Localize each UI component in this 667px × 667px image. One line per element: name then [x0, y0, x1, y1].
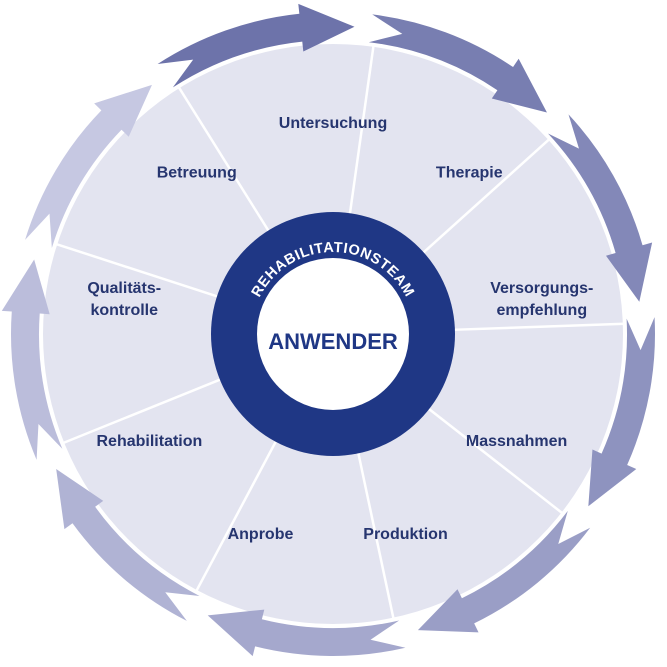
arrows-layer: [1, 3, 655, 657]
segment-label: Qualitäts-kontrolle: [87, 280, 161, 319]
segment-label: Untersuchung: [279, 115, 387, 132]
cycle-arrow: [417, 510, 591, 633]
segment-divider: [348, 44, 375, 216]
segment-divider: [54, 242, 220, 299]
labels-layer: UntersuchungTherapieVersorgungs-empfehlu…: [87, 115, 593, 543]
cycle-arrow: [588, 317, 655, 507]
segment-label: Betreuung: [157, 165, 237, 182]
segment-divider: [61, 377, 223, 445]
cycle-arrow: [25, 84, 152, 249]
segment-divider: [426, 406, 564, 515]
center-hub: REHABILITATIONSTEAM ANWENDER: [211, 212, 455, 456]
segment-label: Versorgungs-empfehlung: [490, 280, 593, 319]
segment-label-line: Versorgungs-: [490, 280, 593, 297]
center-title: ANWENDER: [268, 329, 398, 354]
cycle-arrow: [207, 609, 406, 657]
segment-label-line: kontrolle: [90, 302, 158, 319]
cycle-arrow: [157, 3, 355, 88]
segment-label: Rehabilitation: [97, 433, 203, 450]
cycle-arrow: [1, 259, 63, 460]
center-circle: [257, 258, 409, 410]
segment-divider: [421, 137, 551, 255]
segment-label-line: empfehlung: [496, 302, 587, 319]
segment-label: Produktion: [363, 526, 447, 543]
segment-divider: [194, 439, 278, 593]
cycle-arrow: [548, 114, 653, 302]
cycle-arrow: [56, 469, 200, 621]
segment-label: Massnahmen: [466, 433, 567, 450]
segment-divider: [356, 451, 395, 620]
segment-label: Anprobe: [228, 526, 294, 543]
cycle-arrow: [368, 14, 547, 113]
segment-divider: [452, 322, 625, 332]
segment-label-line: Qualitäts-: [87, 280, 161, 297]
segment-label: Therapie: [436, 165, 503, 182]
segment-divider: [177, 85, 271, 233]
